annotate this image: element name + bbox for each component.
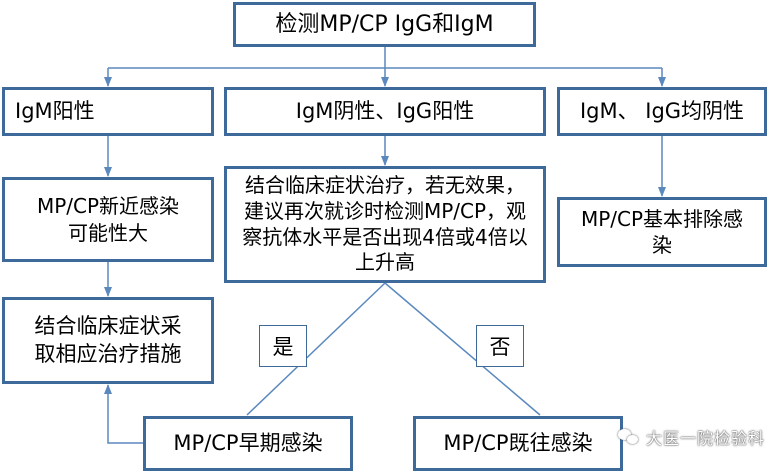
node-both-negative: IgM、 IgG均阴性 bbox=[557, 87, 767, 136]
node-early-infection: MP/CP早期感染 bbox=[143, 416, 353, 471]
node-basically-excluded-text: MP/CP基本排除感染 bbox=[580, 206, 744, 257]
node-recent-infection-text: MP/CP新近感染可能性大 bbox=[36, 194, 180, 245]
node-recheck-text: 结合临床症状治疗，若无效果，建议再次就诊时检测MP/CP，观察抗体水平是否出现4… bbox=[242, 173, 528, 275]
arrow-early-to-clinical bbox=[104, 384, 143, 444]
node-early-infection-text: MP/CP早期感染 bbox=[173, 430, 323, 455]
node-top-text: 检测MP/CP IgG和IgM bbox=[275, 11, 494, 37]
chat-bubbles-icon bbox=[617, 429, 640, 445]
node-past-infection-text: MP/CP既往感染 bbox=[443, 430, 593, 455]
watermark: 大医一院检验科 bbox=[617, 425, 765, 449]
node-top: 检测MP/CP IgG和IgM bbox=[233, 2, 536, 47]
branch-no bbox=[384, 282, 541, 416]
node-recent-infection: MP/CP新近感染可能性大 bbox=[2, 177, 214, 262]
node-past-infection: MP/CP既往感染 bbox=[413, 416, 623, 471]
node-igm-neg-igg-pos-text: IgM阴性、IgG阳性 bbox=[295, 98, 475, 123]
label-yes-text: 是 bbox=[272, 335, 294, 359]
node-igm-neg-igg-pos: IgM阴性、IgG阳性 bbox=[224, 87, 546, 136]
label-no-text: 否 bbox=[489, 335, 511, 359]
node-clinical-treatment-text: 结合临床症状采取相应治疗措施 bbox=[34, 313, 182, 366]
node-both-negative-text: IgM、 IgG均阴性 bbox=[579, 98, 745, 123]
watermark-text: 大医一院检验科 bbox=[645, 429, 765, 448]
node-basically-excluded: MP/CP基本排除感染 bbox=[557, 197, 767, 267]
node-clinical-treatment: 结合临床症状采取相应治疗措施 bbox=[2, 297, 214, 384]
label-yes: 是 bbox=[259, 325, 307, 367]
node-igm-positive: IgM阳性 bbox=[2, 87, 214, 136]
branch-yes bbox=[246, 282, 386, 416]
label-no: 否 bbox=[476, 325, 524, 367]
node-igm-positive-text: IgM阳性 bbox=[15, 98, 95, 123]
node-recheck: 结合临床症状治疗，若无效果，建议再次就诊时检测MP/CP，观察抗体水平是否出现4… bbox=[224, 166, 546, 283]
